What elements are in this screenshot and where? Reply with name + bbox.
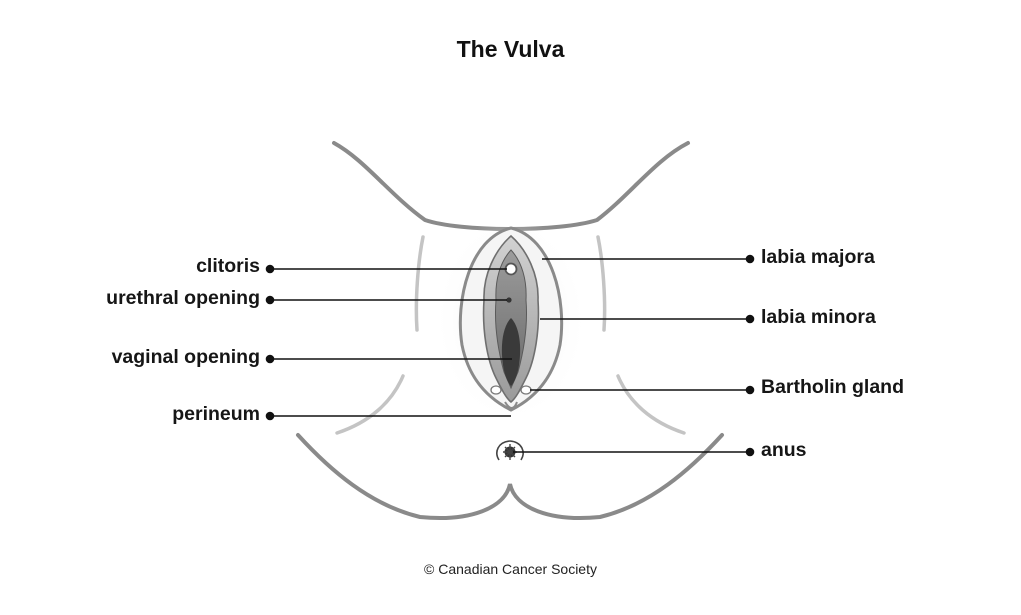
urethral-opening-shape xyxy=(506,297,512,303)
label-bartholin-gland: Bartholin gland xyxy=(761,376,904,398)
vaginal-opening-shape xyxy=(501,318,521,386)
label-perineum: perineum xyxy=(172,403,260,425)
copyright-credit: © Canadian Cancer Society xyxy=(424,561,597,577)
label-urethral-opening: urethral opening xyxy=(106,287,260,309)
thigh-lines xyxy=(335,235,686,435)
diagram-title: The Vulva xyxy=(456,36,565,62)
bartholin-gland-right xyxy=(520,385,532,395)
clitoris-shape xyxy=(504,262,518,276)
anus-shape xyxy=(496,440,524,461)
leader-lines xyxy=(265,254,755,457)
label-anus: anus xyxy=(761,439,807,461)
label-vaginal-opening: vaginal opening xyxy=(111,346,260,368)
bartholin-gland-left xyxy=(490,385,502,395)
label-clitoris: clitoris xyxy=(196,255,260,277)
label-labia-minora: labia minora xyxy=(761,306,876,328)
label-labia-majora: labia majora xyxy=(761,246,875,268)
